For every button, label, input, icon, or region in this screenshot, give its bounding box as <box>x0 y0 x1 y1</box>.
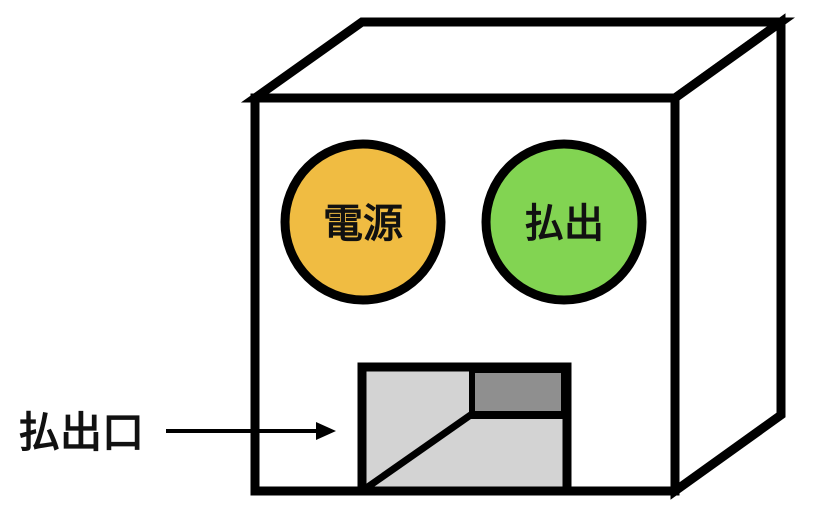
outlet-callout: 払出口 <box>18 408 336 457</box>
dispense-button-circle[interactable] <box>481 139 647 305</box>
outlet-arrow-head <box>316 422 336 440</box>
outlet-tray <box>357 362 572 496</box>
outlet-slot <box>469 367 567 417</box>
power-button-label: 電源 <box>323 201 403 247</box>
dispense-button[interactable]: 払出 <box>481 139 647 305</box>
outlet-diagonal-line <box>359 411 475 494</box>
power-button-circle[interactable] <box>280 139 446 305</box>
dispense-button-label: 払出 <box>524 201 604 247</box>
power-button[interactable]: 電源 <box>280 139 446 305</box>
machine-side-face <box>670 13 786 500</box>
outlet-label: 払出口 <box>18 408 144 457</box>
